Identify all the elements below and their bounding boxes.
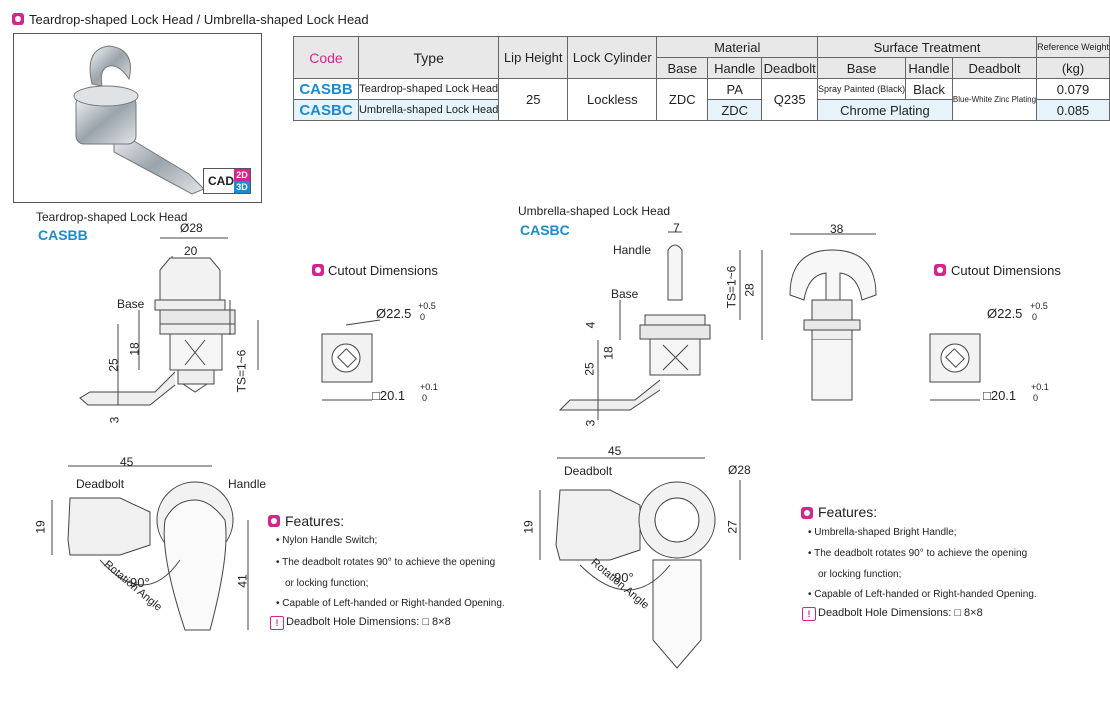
right-dim-d4: 4 — [583, 321, 598, 329]
left-feature-item: • Capable of Left-handed or Right-handed… — [276, 598, 505, 609]
left-dim-d3: 3 — [107, 416, 122, 424]
left-cutout-title: Cutout Dimensions — [328, 263, 438, 278]
cad-label: CAD — [208, 174, 234, 188]
cutout-marker-icon — [312, 264, 324, 276]
right-label-deadbolt: Deadbolt — [564, 464, 613, 478]
left-cutout-dia: Ø22.5 — [376, 306, 412, 321]
warning-icon: ! — [802, 607, 816, 621]
left-dim-d28: Ø28 — [180, 221, 203, 235]
right-note: Deadbolt Hole Dimensions: □ 8×8 — [818, 607, 983, 619]
right-cutout-dia: Ø22.5 — [987, 306, 1023, 321]
row-type: Umbrella-shaped Lock Head — [357, 99, 500, 121]
right-dim-d27: 27 — [725, 520, 740, 534]
spec-table: Code Type Lip Height Lock Cylinder Mater… — [293, 36, 1110, 121]
th-s-base: Base — [817, 57, 907, 79]
left-dim-d25: 25 — [106, 358, 121, 372]
product-photo — [13, 33, 262, 203]
row-surface-merged: Chrome Plating — [817, 99, 953, 121]
cell-base: ZDC — [656, 78, 709, 121]
left-feature-item: • Nylon Handle Switch; — [276, 535, 378, 546]
left-feature-item: • The deadbolt rotates 90° to achieve th… — [276, 557, 496, 568]
left-title: Teardrop-shaped Lock Head — [36, 210, 188, 224]
cad-2d: 2D — [234, 169, 250, 181]
right-dim-d18: 18 — [601, 346, 616, 360]
right-cutout-sq-tol-lo: 0 — [1033, 393, 1039, 403]
right-label-base: Base — [611, 287, 639, 301]
left-dim-d18: 18 — [127, 342, 142, 356]
left-angle: 90° — [130, 575, 150, 590]
left-dim-d41: 41 — [235, 574, 250, 588]
left-cutout-dia-tol-up: +0.5 — [418, 301, 436, 311]
right-dim-ts: TS=1~6 — [724, 265, 739, 309]
row-type: Teardrop-shaped Lock Head — [357, 78, 500, 100]
th-surface: Surface Treatment — [817, 36, 1038, 58]
cutout-marker-icon — [934, 264, 946, 276]
right-dim-dia28: Ø28 — [728, 463, 751, 477]
row-weight: 0.085 — [1036, 99, 1110, 121]
th-material: Material — [656, 36, 819, 58]
features-marker-icon — [801, 507, 813, 519]
right-dim-d3: 3 — [583, 419, 598, 427]
th-base: Base — [656, 57, 709, 79]
lock-photo-illustration — [73, 45, 205, 195]
right-dim-d19: 19 — [521, 520, 536, 534]
left-feature-item: or locking function; — [285, 578, 369, 589]
th-deadbolt: Deadbolt — [761, 57, 819, 79]
right-code: CASBC — [520, 222, 570, 238]
right-feature-item: or locking function; — [818, 569, 902, 580]
right-feature-item: • The deadbolt rotates 90° to achieve th… — [808, 548, 1028, 559]
right-label-handle: Handle — [613, 243, 652, 257]
left-features-title: Features: — [285, 513, 345, 529]
right-feature-item: • Capable of Left-handed or Right-handed… — [808, 589, 1037, 600]
left-label-deadbolt: Deadbolt — [76, 477, 125, 491]
th-s-deadbolt: Deadbolt — [951, 57, 1038, 79]
right-dim-d7: 7 — [673, 221, 680, 235]
right-cutout-sq-tol-up: +0.1 — [1031, 382, 1049, 392]
warning-icon: ! — [270, 616, 284, 630]
right-cutout-sq: □20.1 — [983, 388, 1017, 403]
right-dim-d38: 38 — [830, 222, 844, 236]
left-label-base: Base — [117, 297, 145, 311]
right-cutout-title: Cutout Dimensions — [951, 263, 1061, 278]
row-weight: 0.079 — [1036, 78, 1110, 100]
row-handle: ZDC — [707, 99, 763, 121]
right-cutout-dia-tol-up: +0.5 — [1030, 301, 1048, 311]
right-angle: 90° — [614, 570, 634, 585]
left-code: CASBB — [38, 227, 88, 243]
section-marker-icon — [12, 13, 24, 25]
left-cutout-sq: □20.1 — [372, 388, 406, 403]
left-dim-d19: 19 — [33, 520, 48, 534]
row-code: CASBC — [293, 99, 359, 121]
left-note: Deadbolt Hole Dimensions: □ 8×8 — [286, 616, 451, 628]
left-dim-ts: TS=1~6 — [234, 349, 249, 393]
left-cutout-sq-tol-lo: 0 — [422, 393, 428, 403]
left-dim-d45: 45 — [120, 455, 134, 469]
cell-lock-cylinder: Lockless — [567, 78, 658, 121]
features-marker-icon — [268, 515, 280, 527]
right-feature-item: • Umbrella-shaped Bright Handle; — [808, 527, 957, 538]
th-s-handle: Handle — [905, 57, 953, 79]
left-label-handle: Handle — [228, 477, 267, 491]
right-cutout-dia-tol-lo: 0 — [1032, 312, 1038, 322]
right-dim-d28: 28 — [742, 283, 757, 297]
right-title: Umbrella-shaped Lock Head — [518, 204, 671, 218]
th-weight: Reference Weight — [1036, 36, 1110, 58]
right-dim-d25: 25 — [582, 362, 597, 376]
th-lock-cylinder: Lock Cylinder — [567, 36, 658, 79]
right-features-title: Features: — [818, 504, 878, 520]
left-cutout-sq-tol-up: +0.1 — [420, 382, 438, 392]
page-title: Teardrop-shaped Lock Head / Umbrella-sha… — [29, 12, 369, 27]
cad-badge[interactable]: CAD 2D 3D — [203, 168, 251, 194]
cell-surface-deadbolt: Blue-White Zinc Plating — [951, 78, 1038, 121]
left-dim-d20: 20 — [184, 244, 198, 258]
left-cutout-dia-tol-lo: 0 — [420, 312, 426, 322]
cad-3d: 3D — [234, 181, 250, 193]
cell-deadbolt: Q235 — [761, 78, 819, 121]
right-dim-d45: 45 — [608, 444, 622, 458]
